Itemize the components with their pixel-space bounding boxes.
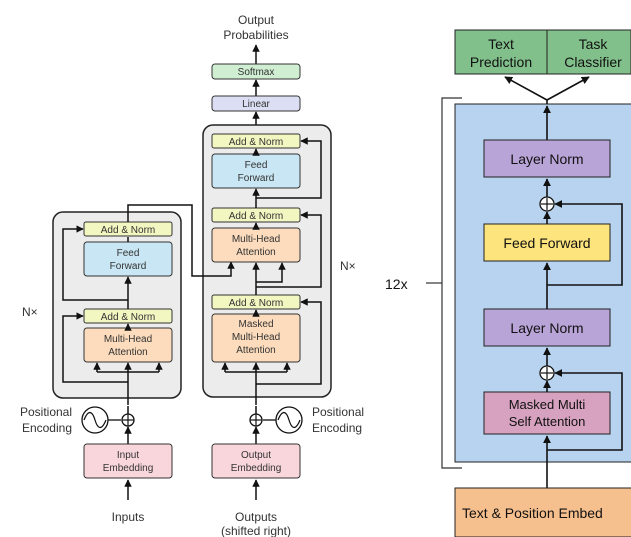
- task-classifier-label-2: Classifier: [564, 54, 622, 70]
- gpt-masked-self-attention: [483, 391, 611, 435]
- encoder-stack: [52, 211, 182, 399]
- decoder-positional-label: Positional: [312, 405, 364, 419]
- output-probabilities-label-2: Probabilities: [223, 28, 288, 42]
- text-prediction-label: Text: [488, 36, 514, 52]
- encoder-positional-label: Positional: [20, 405, 72, 419]
- decoder-add-norm-top-label: Add & Norm: [229, 137, 283, 148]
- gpt-feed-forward-label: Feed Forward: [503, 235, 590, 251]
- gpt-layer-norm-bottom-label: Layer Norm: [510, 320, 583, 336]
- gpt-layer-norm-top: [483, 139, 611, 178]
- decoder-attention-label-2: Attention: [236, 247, 275, 258]
- decoder-attention-label: Multi-Head: [232, 234, 280, 245]
- decoder-add-norm-bottom-label: Add & Norm: [229, 298, 283, 309]
- decoder-feed-forward-label-2: Forward: [238, 173, 275, 184]
- encoder-feed-forward-label-2: Forward: [110, 261, 147, 272]
- softmax-label: Softmax: [238, 67, 275, 78]
- task-classifier-block: [546, 29, 631, 75]
- decoder-add-norm-middle-label: Add & Norm: [229, 211, 283, 222]
- output-probabilities-label: Output: [238, 13, 275, 27]
- outputs-label: Outputs: [235, 510, 277, 524]
- input-embedding-label-2: Embedding: [103, 463, 154, 474]
- input-embedding-label: Input: [117, 450, 139, 461]
- masked-attention-label-3: Attention: [236, 345, 275, 356]
- output-embedding-label-2: Embedding: [231, 463, 282, 474]
- encoder-add-norm-top-label: Add & Norm: [101, 225, 155, 236]
- decoder-add-norm-top: [211, 133, 301, 149]
- input-embedding-block: [83, 443, 173, 479]
- inputs-label: Inputs: [112, 510, 145, 524]
- output-embedding-block: [211, 443, 301, 479]
- gpt-masked-attention-label: Masked Multi: [509, 397, 586, 412]
- encoder-nx-label: N×: [22, 305, 38, 319]
- encoder-feed-forward-label: Feed: [117, 248, 140, 259]
- linear-label: Linear: [242, 99, 270, 110]
- gpt-layer-norm-top-label: Layer Norm: [510, 151, 583, 167]
- encoder-add-norm-bottom-label: Add & Norm: [101, 312, 155, 323]
- text-prediction-block: [454, 29, 548, 75]
- repeat-12x-label: 12x: [385, 276, 408, 292]
- encoder-positional-label-2: Encoding: [22, 421, 72, 435]
- linear-block: [211, 95, 301, 112]
- output-embedding-label: Output: [241, 450, 271, 461]
- gpt-layer-norm-bottom: [483, 308, 611, 347]
- decoder-positional-label-2: Encoding: [312, 421, 362, 435]
- masked-attention-label: Masked: [238, 319, 273, 330]
- decoder-nx-label: N×: [340, 259, 356, 273]
- gpt-embed-block: [454, 487, 631, 537]
- decoder-feed-forward-label: Feed: [245, 160, 268, 171]
- masked-attention-label-2: Multi-Head: [232, 332, 280, 343]
- encoder-attention-label-2: Attention: [108, 347, 147, 358]
- softmax-block: [211, 63, 301, 80]
- outputs-shifted-label: (shifted right): [221, 524, 291, 537]
- encoder-attention-label: Multi-Head: [104, 334, 152, 345]
- text-prediction-label-2: Prediction: [470, 54, 532, 70]
- gpt-masked-attention-label-2: Self Attention: [509, 414, 586, 429]
- task-classifier-label: Task: [579, 36, 609, 52]
- gpt-embed-label: Text & Position Embed: [462, 505, 603, 521]
